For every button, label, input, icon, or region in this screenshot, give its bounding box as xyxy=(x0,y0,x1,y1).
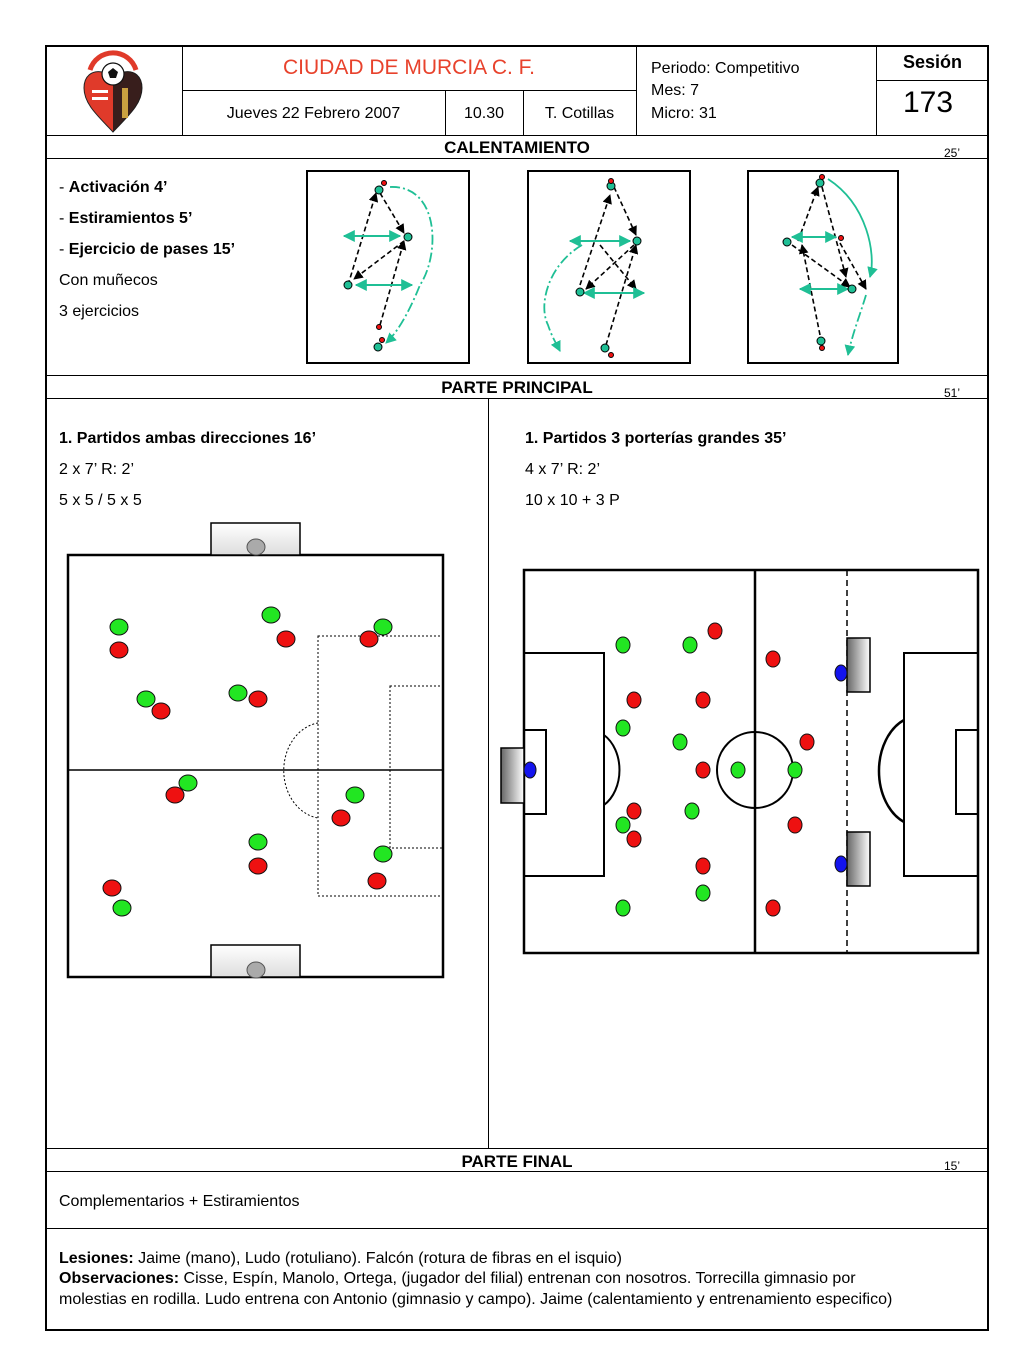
session-sheet xyxy=(45,45,989,1331)
main-title: PARTE PRINCIPAL xyxy=(441,378,593,397)
main-top-rule xyxy=(45,375,989,376)
title-row-rule xyxy=(182,90,636,91)
injuries-note: Lesiones: Jaime (mano), Ludo (rotuliano)… xyxy=(59,1250,622,1267)
observations-note: Observaciones: Cisse, Espín, Manolo, Ort… xyxy=(59,1270,856,1287)
warmup-item: - Activación 4’ xyxy=(59,179,168,196)
warmup-item: - Ejercicio de pases 15’ xyxy=(59,241,236,258)
notes-top-rule xyxy=(45,1228,989,1229)
final-title-rule xyxy=(45,1171,989,1172)
goal-top xyxy=(210,522,301,556)
final-text: Complementarios + Estiramientos xyxy=(59,1193,300,1210)
final-title: PARTE FINAL xyxy=(461,1152,573,1171)
left-exercise-format: 5 x 5 / 5 x 5 xyxy=(59,492,142,509)
final-top-rule xyxy=(45,1148,989,1149)
time-divider xyxy=(523,90,524,135)
right-exercise-sets: 4 x 7’ R: 2’ xyxy=(525,461,600,478)
session-date: Jueves 22 Febrero 2007 xyxy=(226,105,401,122)
drill-box-1 xyxy=(306,170,470,364)
month-label: Mes: 7 xyxy=(651,82,700,99)
passing-drills-diagram xyxy=(306,170,899,364)
main-column-divider xyxy=(488,398,489,1148)
warmup-note: Con muñecos xyxy=(59,272,158,289)
players xyxy=(615,622,815,917)
pitch-lines xyxy=(522,568,980,955)
club-crest-icon xyxy=(83,50,143,133)
coach-name: T. Cotillas xyxy=(544,105,615,122)
warmup-title-rule xyxy=(45,158,989,159)
micro-label: Micro: 31 xyxy=(651,105,717,122)
session-divider xyxy=(876,45,877,135)
header-bottom-rule xyxy=(45,135,989,136)
final-minutes: 15’ xyxy=(944,1159,961,1173)
left-pitch-diagram xyxy=(66,522,445,979)
session-time: 10.30 xyxy=(463,105,505,122)
session-number: 173 xyxy=(902,86,954,119)
left-exercise-heading: 1. Partidos ambas direcciones 16’ xyxy=(59,430,317,447)
club-name: CIUDAD DE MURCIA C. F. xyxy=(282,56,536,79)
players xyxy=(102,606,393,917)
main-title-rule xyxy=(45,398,989,399)
observations-note-continued: molestias en rodilla. Ludo entrena con A… xyxy=(59,1291,893,1308)
drill-box-3 xyxy=(747,170,899,364)
right-exercise-heading: 1. Partidos 3 porterías grandes 35’ xyxy=(525,430,787,447)
goal-mid-bottom xyxy=(834,831,871,887)
warmup-note: 3 ejercicios xyxy=(59,303,140,320)
period-label: Periodo: Competitivo xyxy=(651,60,800,77)
date-divider xyxy=(445,90,446,135)
drill-box-2 xyxy=(527,170,691,364)
right-pitch-diagram xyxy=(500,568,980,955)
warmup-item: - Estiramientos 5’ xyxy=(59,210,193,227)
title-divider xyxy=(636,45,637,135)
left-exercise-sets: 2 x 7’ R: 2’ xyxy=(59,461,134,478)
right-exercise-format: 10 x 10 + 3 P xyxy=(525,492,620,509)
session-label: Sesión xyxy=(902,52,963,72)
session-row-rule xyxy=(876,80,989,81)
goal-mid-top xyxy=(834,637,871,693)
goal-left xyxy=(500,747,537,804)
goal-bottom xyxy=(210,944,301,979)
main-minutes: 51’ xyxy=(944,386,961,400)
warmup-title: CALENTAMIENTO xyxy=(444,138,590,157)
warmup-minutes: 25’ xyxy=(944,146,961,160)
